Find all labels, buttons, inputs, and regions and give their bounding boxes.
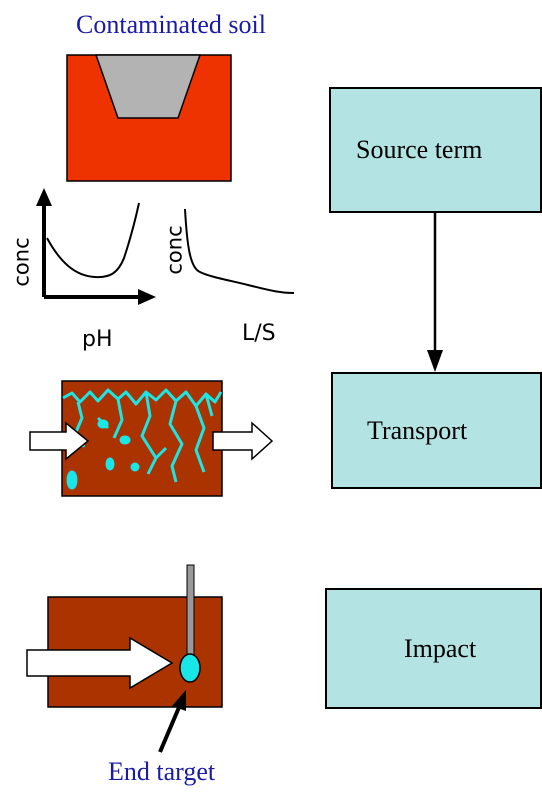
water-channels xyxy=(62,388,223,490)
ph-axis-label: pH xyxy=(82,327,113,352)
hollow-arrow-right-icon xyxy=(26,636,174,690)
end-target-title: End target xyxy=(108,757,216,786)
source-to-transport-arrowhead xyxy=(427,350,443,372)
source-term-label: Source term xyxy=(356,135,483,164)
probe-icon xyxy=(186,564,195,666)
transport-label: Transport xyxy=(367,415,468,445)
ls-leaching-curve xyxy=(184,208,295,294)
transport-box: Transport xyxy=(331,372,542,489)
probe-target-icon xyxy=(179,653,201,683)
end-target-arrowhead xyxy=(172,690,186,711)
ph-chart-x-arrowhead xyxy=(138,289,156,305)
conc-axis-label-left: conc xyxy=(9,237,34,287)
hollow-arrow-right-icon xyxy=(212,421,274,461)
conc-axis-label-right: conc xyxy=(162,225,187,275)
hollow-arrow-right-icon xyxy=(29,421,90,461)
ls-axis-label: L/S xyxy=(242,321,276,346)
ph-leaching-curve xyxy=(46,202,140,279)
impact-label: Impact xyxy=(404,633,477,663)
source-term-box: Source term xyxy=(329,87,542,213)
arrow-up-right-icon xyxy=(158,704,182,753)
contaminated-soil-title: Contaminated soil xyxy=(76,10,266,39)
soil-pit xyxy=(94,54,202,119)
impact-box: Impact xyxy=(325,588,542,709)
ph-chart-y-arrowhead xyxy=(36,188,52,206)
